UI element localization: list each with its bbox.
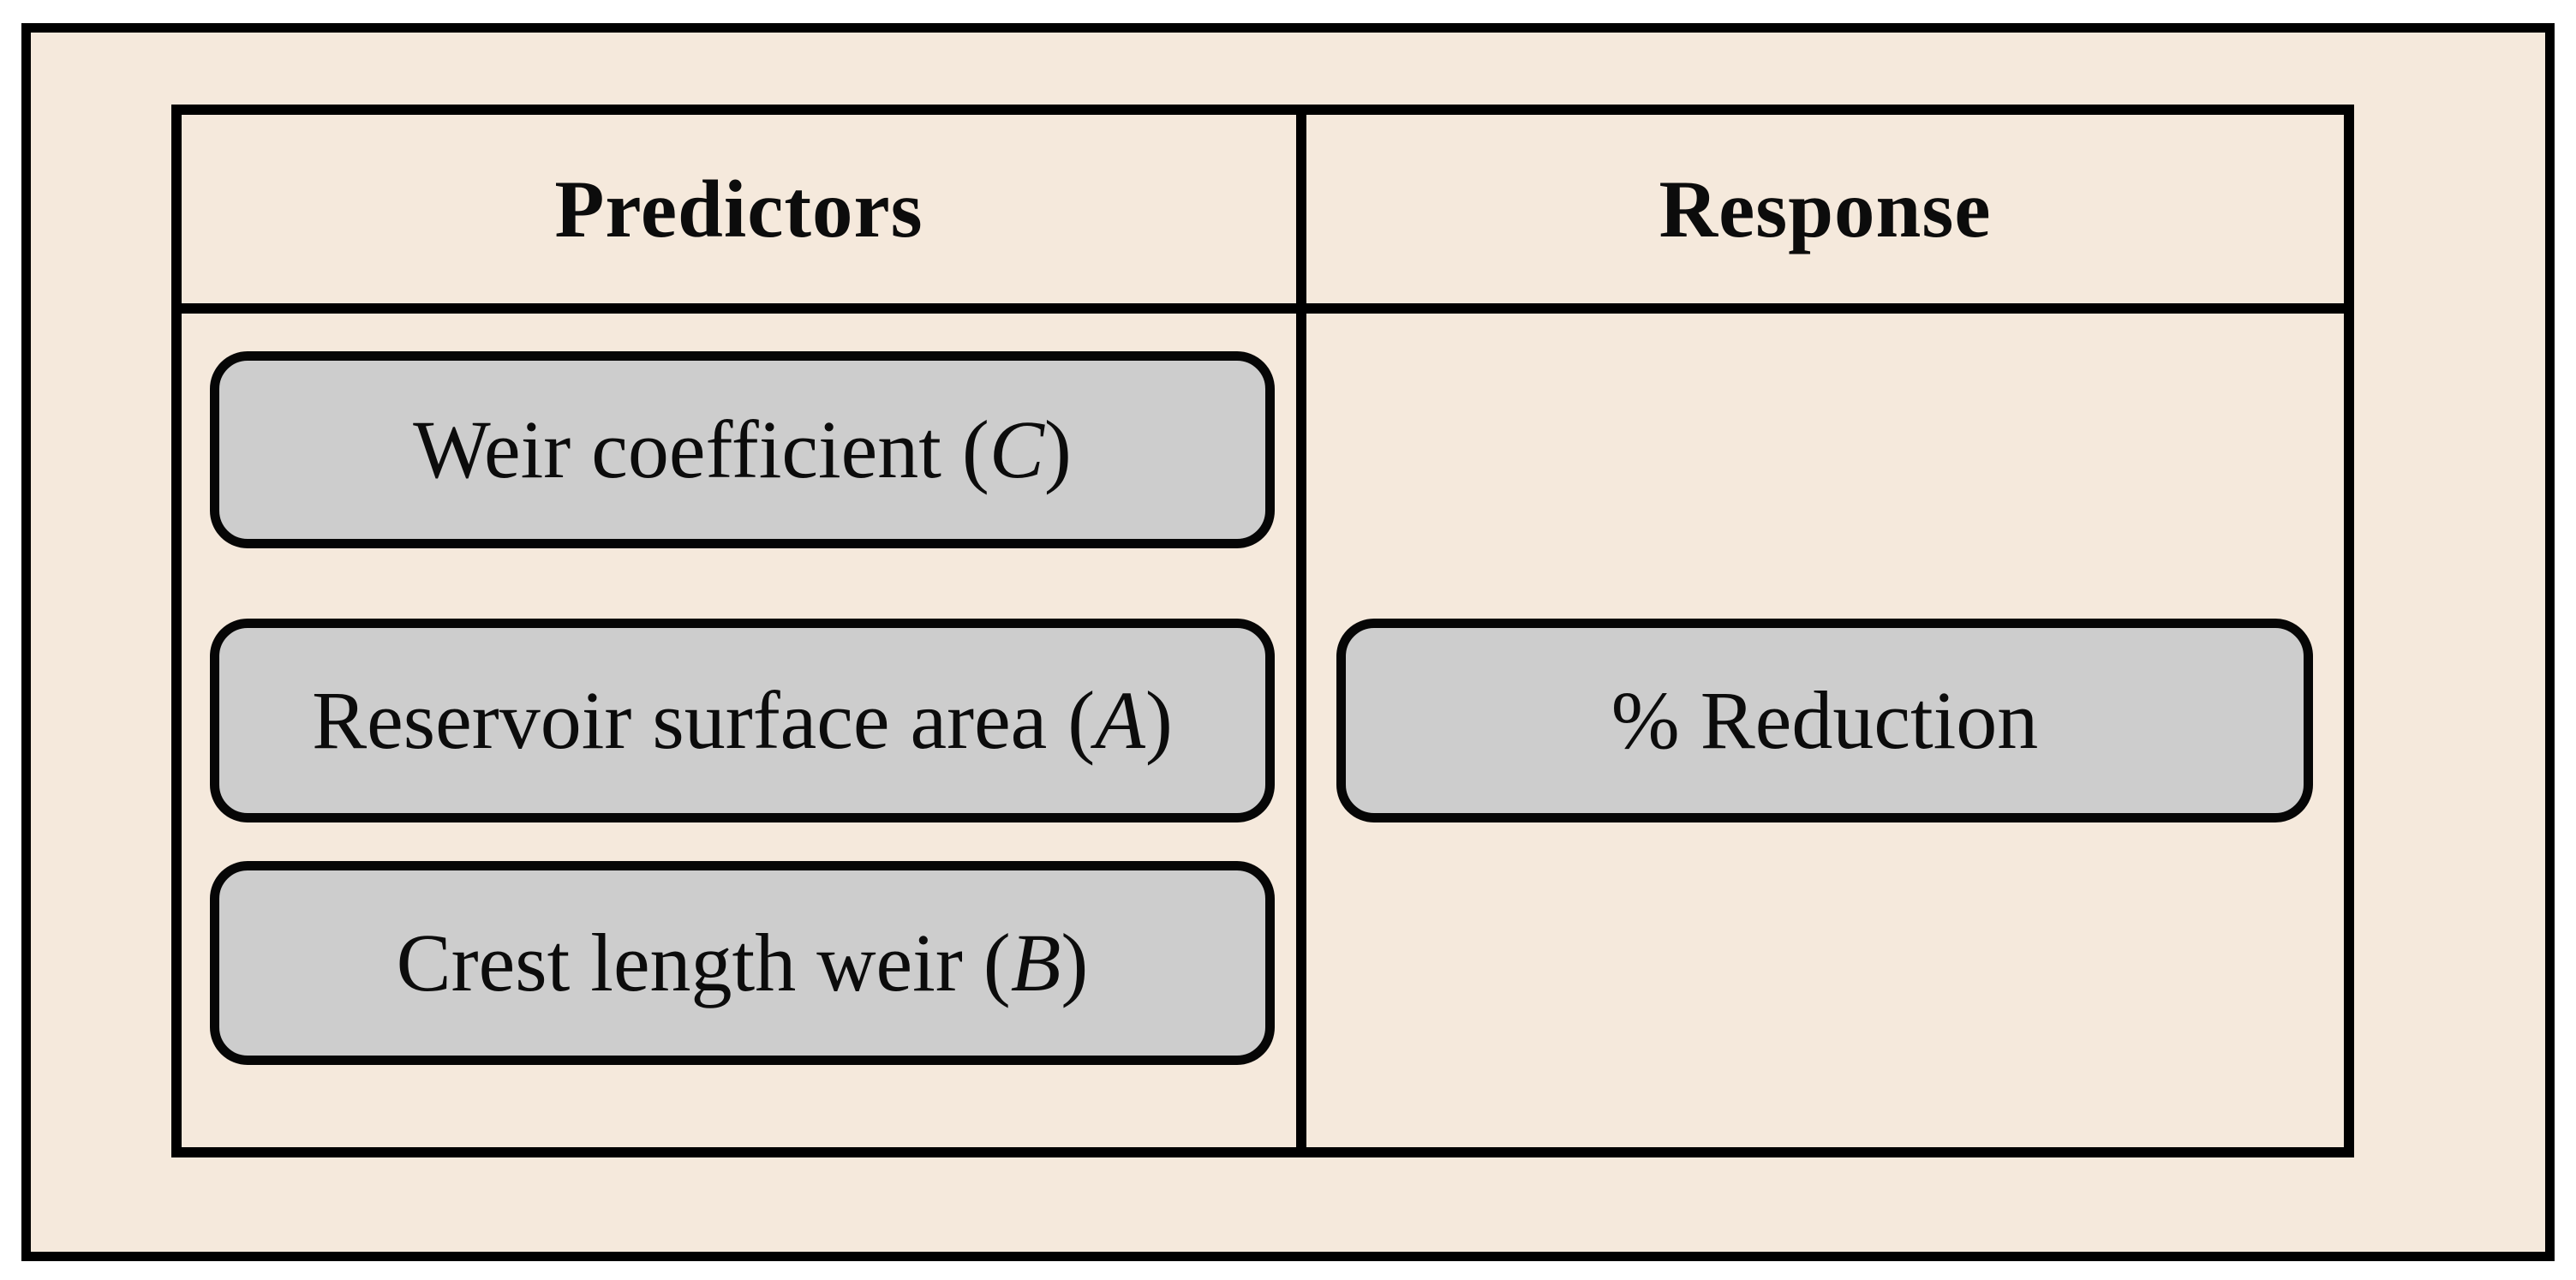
label-text: ) xyxy=(1043,404,1072,495)
predictors-header-label: Predictors xyxy=(554,164,923,254)
predictors-header-cell: Predictors xyxy=(182,115,1296,303)
label-text: ) xyxy=(1145,674,1173,766)
predictor-box-reservoir-surface-area: Reservoir surface area (A) xyxy=(210,619,1275,822)
predictor-box-weir-coefficient: Weir coefficient (C) xyxy=(210,351,1275,548)
predictor-box-weir-coefficient-label: Weir coefficient (C) xyxy=(413,409,1072,491)
predictors-response-table: Predictors Response Weir coefficient (C)… xyxy=(171,105,2354,1157)
response-header-cell: Response xyxy=(1306,115,2344,303)
response-body-cell: % Reduction xyxy=(1306,314,2344,1147)
label-text: Crest length weir ( xyxy=(396,917,1011,1008)
predictors-body-cell: Weir coefficient (C) Reservoir surface a… xyxy=(182,314,1296,1147)
label-text: % Reduction xyxy=(1611,674,2039,766)
predictor-box-reservoir-surface-area-label: Reservoir surface area (A) xyxy=(312,679,1173,762)
column-divider xyxy=(1296,115,1306,1147)
header-row-divider xyxy=(182,303,2344,314)
label-text: ) xyxy=(1061,917,1089,1008)
label-text: Weir coefficient ( xyxy=(413,404,989,495)
predictor-box-crest-length-weir: Crest length weir (B) xyxy=(210,861,1275,1065)
response-header-label: Response xyxy=(1659,164,1992,254)
response-box-percent-reduction-label: % Reduction xyxy=(1611,679,2039,762)
variable-symbol: C xyxy=(989,404,1044,495)
variable-symbol: B xyxy=(1010,917,1061,1008)
predictor-box-crest-length-weir-label: Crest length weir (B) xyxy=(397,922,1089,1004)
response-box-percent-reduction: % Reduction xyxy=(1336,619,2313,822)
label-text: Reservoir surface area ( xyxy=(312,674,1096,766)
outer-frame: Predictors Response Weir coefficient (C)… xyxy=(21,23,2555,1261)
variable-symbol: A xyxy=(1095,674,1145,766)
